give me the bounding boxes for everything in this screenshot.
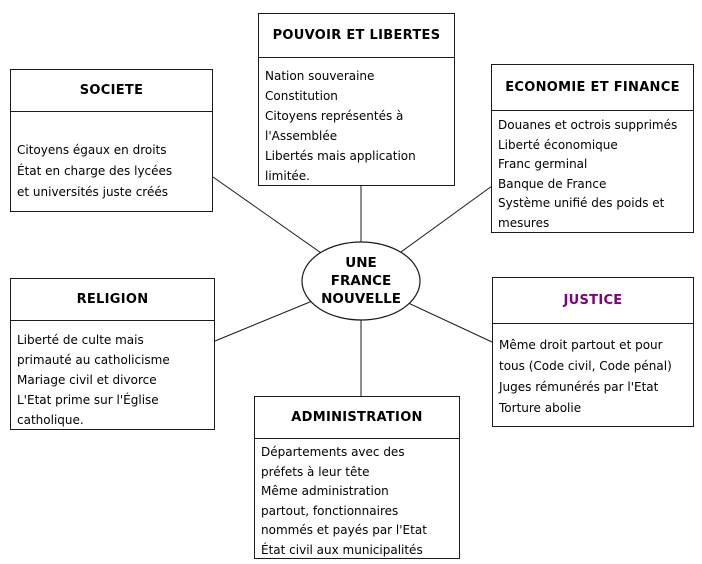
node-title-pouvoir-et-libertes: POUVOIR ET LIBERTES bbox=[259, 14, 454, 58]
node-title-justice: JUSTICE bbox=[493, 278, 693, 324]
center-node-label: UNE FRANCE NOUVELLE bbox=[321, 255, 401, 307]
node-religion: RELIGION Liberté de culte mais primauté … bbox=[10, 278, 215, 430]
node-body-societe: Citoyens égaux en droits État en charge … bbox=[17, 143, 173, 199]
node-title-economie-et-finance: ECONOMIE ET FINANCE bbox=[492, 65, 693, 111]
node-pouvoir-et-libertes: POUVOIR ET LIBERTES Nation souveraine Co… bbox=[258, 13, 455, 186]
node-body-economie-et-finance: Douanes et octrois supprimés Liberté éco… bbox=[498, 118, 678, 230]
node-title-societe: SOCIETE bbox=[11, 70, 212, 112]
node-justice: JUSTICE Même droit partout et pour tous … bbox=[492, 277, 694, 427]
node-body-religion: Liberté de culte mais primauté au cathol… bbox=[17, 333, 170, 427]
center-ellipse bbox=[301, 241, 421, 321]
node-body-pouvoir-et-libertes: Nation souveraine Constitution Citoyens … bbox=[265, 69, 416, 183]
node-body-administration: Départements avec des préfets à leur têt… bbox=[261, 445, 427, 557]
node-administration: ADMINISTRATION Départements avec des pré… bbox=[254, 396, 460, 559]
node-societe: SOCIETE Citoyens égaux en droits État en… bbox=[10, 69, 213, 212]
node-title-administration: ADMINISTRATION bbox=[255, 397, 459, 439]
node-title-religion: RELIGION bbox=[11, 279, 214, 321]
node-economie-et-finance: ECONOMIE ET FINANCE Douanes et octrois s… bbox=[491, 64, 694, 233]
node-body-justice: Même droit partout et pour tous (Code ci… bbox=[499, 338, 672, 415]
